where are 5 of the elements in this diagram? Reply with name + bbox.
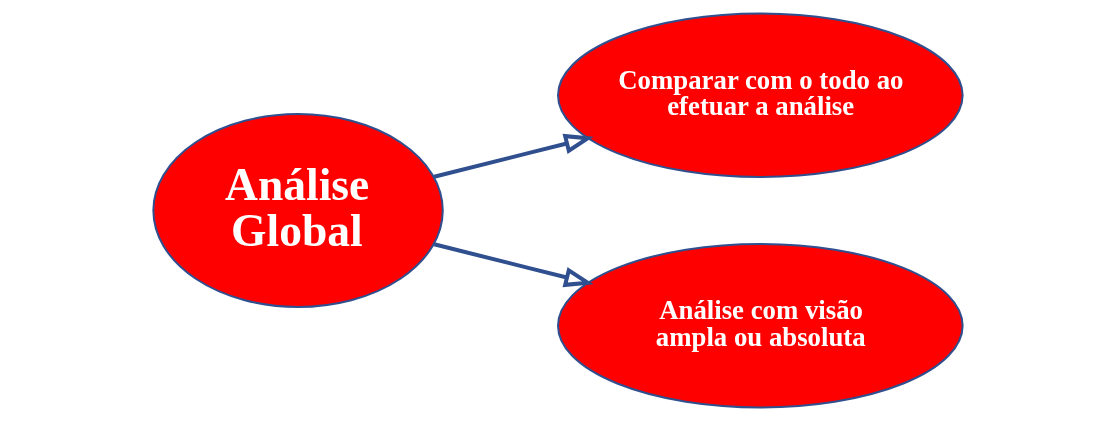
node-ellipse: Análise Global — [151, 113, 444, 308]
arrow — [433, 242, 594, 288]
arrow — [433, 133, 594, 179]
node-ellipse: Comparar com o todo ao efetuar a análise — [556, 12, 964, 178]
node-ellipse: Análise com visão ampla ou absoluta — [556, 243, 964, 409]
